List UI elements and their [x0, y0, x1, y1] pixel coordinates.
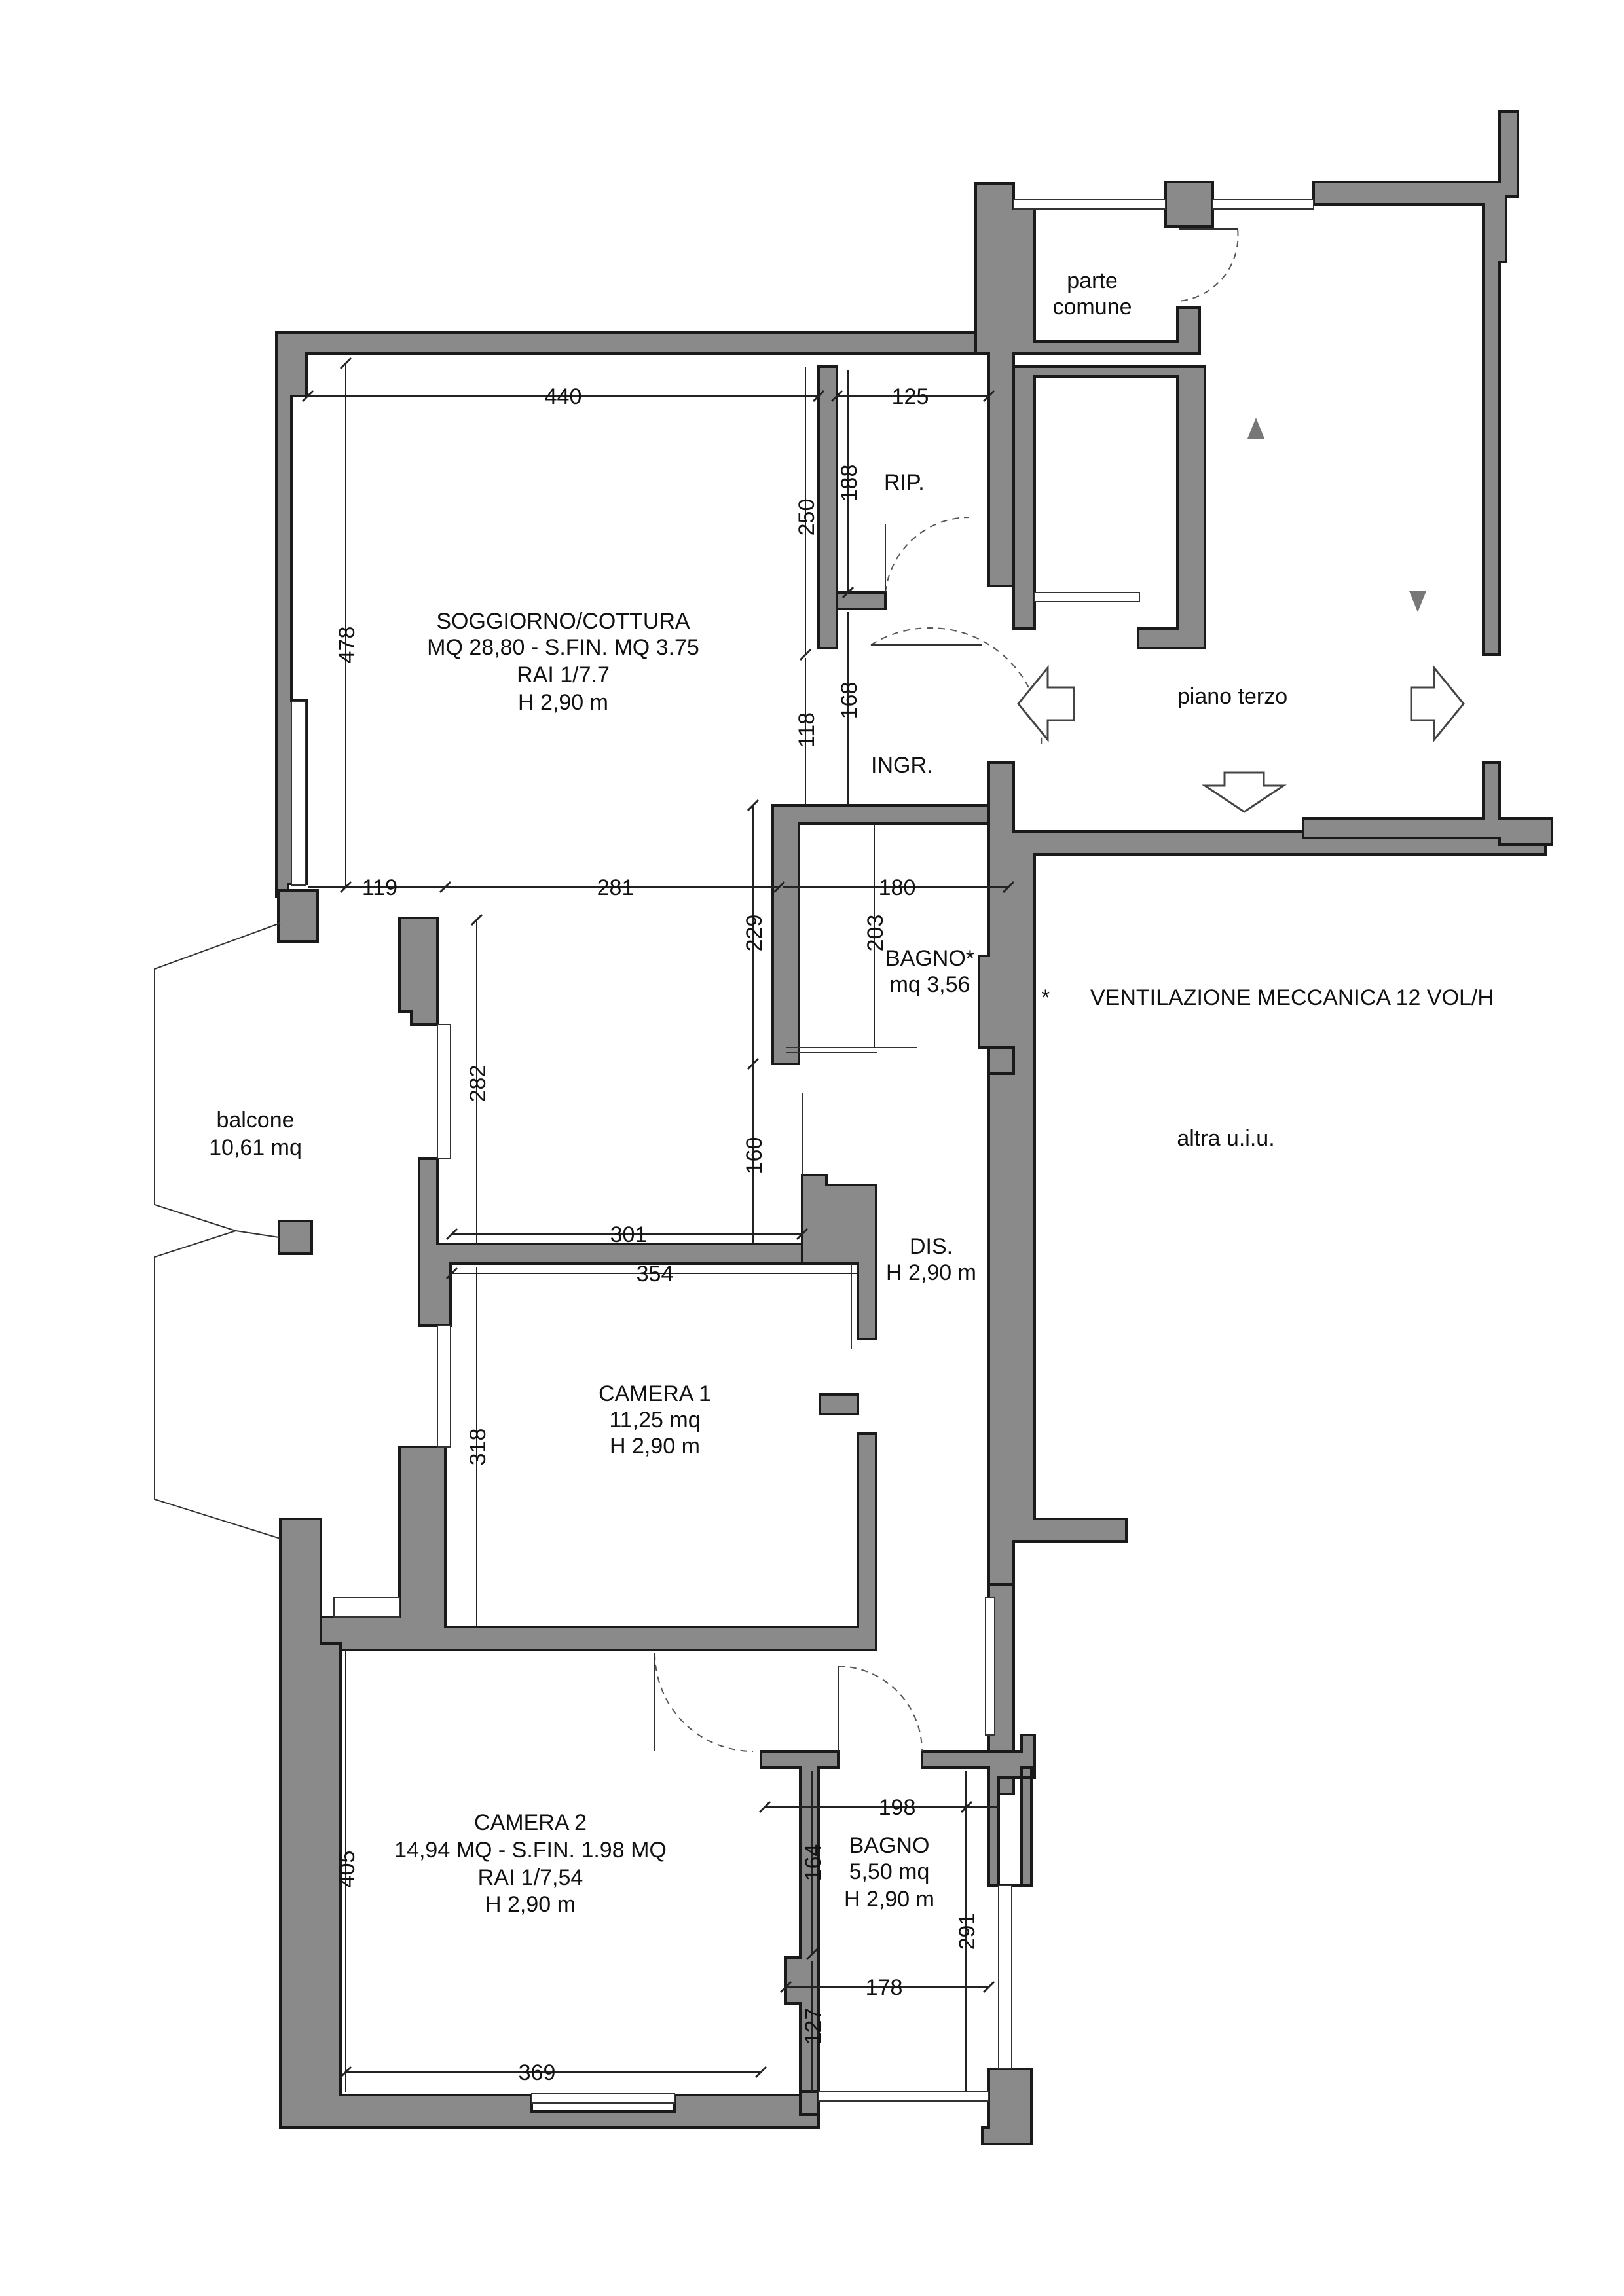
bagno-star-area: mq 3,56 [890, 972, 970, 997]
dim-168: 168 [837, 682, 862, 720]
bagno-label: BAGNO [849, 1833, 930, 1858]
dis-label: DIS. [910, 1234, 953, 1259]
parte-comune-label-1: parte [1067, 268, 1118, 293]
dim-188: 188 [837, 465, 862, 502]
dim-203: 203 [863, 915, 888, 952]
dis-height: H 2,90 m [886, 1260, 976, 1285]
down-triangle-icon [1409, 591, 1426, 612]
dim-282: 282 [466, 1065, 490, 1102]
dim-478: 478 [335, 627, 360, 664]
soggiorno-height: H 2,90 m [518, 690, 608, 715]
dim-127: 127 [801, 2008, 826, 2045]
dim-119: 119 [362, 875, 397, 900]
left-arrow-icon [1017, 665, 1075, 743]
rip-label: RIP. [884, 470, 925, 495]
dim-369: 369 [519, 2060, 556, 2085]
dim-160: 160 [742, 1137, 767, 1175]
dimension-labels: 440 125 188 250 478 118 168 119 281 180 … [335, 384, 980, 2085]
dim-229: 229 [742, 915, 767, 952]
ventilazione-star: * [1041, 985, 1050, 1010]
dim-178: 178 [866, 1975, 903, 2000]
camera1-label: CAMERA 1 [599, 1381, 711, 1406]
room-labels: parte comune SOGGIORNO/COTTURA MQ 28,80 … [209, 268, 1494, 1917]
bagno-area: 5,50 mq [849, 1859, 930, 1884]
camera2-label: CAMERA 2 [474, 1810, 587, 1835]
bagno-star-label: BAGNO* [885, 946, 974, 971]
ingr-label: INGR. [871, 753, 932, 778]
balcony-outline [154, 922, 281, 1539]
dim-281: 281 [597, 875, 635, 900]
soggiorno-rai: RAI 1/7.7 [517, 663, 610, 687]
dim-198: 198 [879, 1795, 916, 1820]
parte-comune-label-2: comune [1053, 295, 1132, 319]
dim-250: 250 [794, 499, 819, 536]
dim-164: 164 [801, 1844, 826, 1882]
camera1-area: 11,25 mq [609, 1408, 700, 1432]
altra-uiu-label: altra u.i.u. [1177, 1126, 1274, 1151]
camera2-height: H 2,90 m [485, 1892, 576, 1917]
ventilazione-note: VENTILAZIONE MECCANICA 12 VOL/H [1090, 985, 1494, 1010]
dim-440: 440 [545, 384, 582, 409]
camera2-rai: RAI 1/7,54 [478, 1865, 583, 1890]
circulation-arrows [1017, 418, 1465, 813]
camera1-height: H 2,90 m [610, 1434, 700, 1459]
down-arrow-icon [1202, 771, 1287, 813]
soggiorno-area: MQ 28,80 - S.FIN. MQ 3.75 [427, 635, 699, 660]
dim-405: 405 [335, 1851, 360, 1888]
dimension-lines [301, 357, 1015, 2092]
bagno-height: H 2,90 m [844, 1887, 934, 1912]
balcone-area: 10,61 mq [209, 1135, 302, 1160]
dim-354: 354 [637, 1262, 674, 1286]
dim-125: 125 [892, 384, 929, 409]
right-arrow-icon [1410, 665, 1465, 743]
camera2-area: 14,94 MQ - S.FIN. 1.98 MQ [394, 1838, 667, 1863]
piano-terzo-label: piano terzo [1177, 684, 1287, 709]
dim-301: 301 [610, 1222, 648, 1247]
up-triangle-icon [1247, 418, 1264, 439]
dim-318: 318 [466, 1429, 490, 1466]
dim-291: 291 [955, 1913, 980, 1950]
dim-118: 118 [794, 712, 819, 748]
soggiorno-label: SOGGIORNO/COTTURA [436, 609, 690, 634]
windows [291, 199, 1314, 2104]
walls [275, 110, 1553, 2145]
dim-180: 180 [879, 875, 916, 900]
balcone-label: balcone [216, 1108, 294, 1133]
door-swings [654, 228, 1239, 1752]
